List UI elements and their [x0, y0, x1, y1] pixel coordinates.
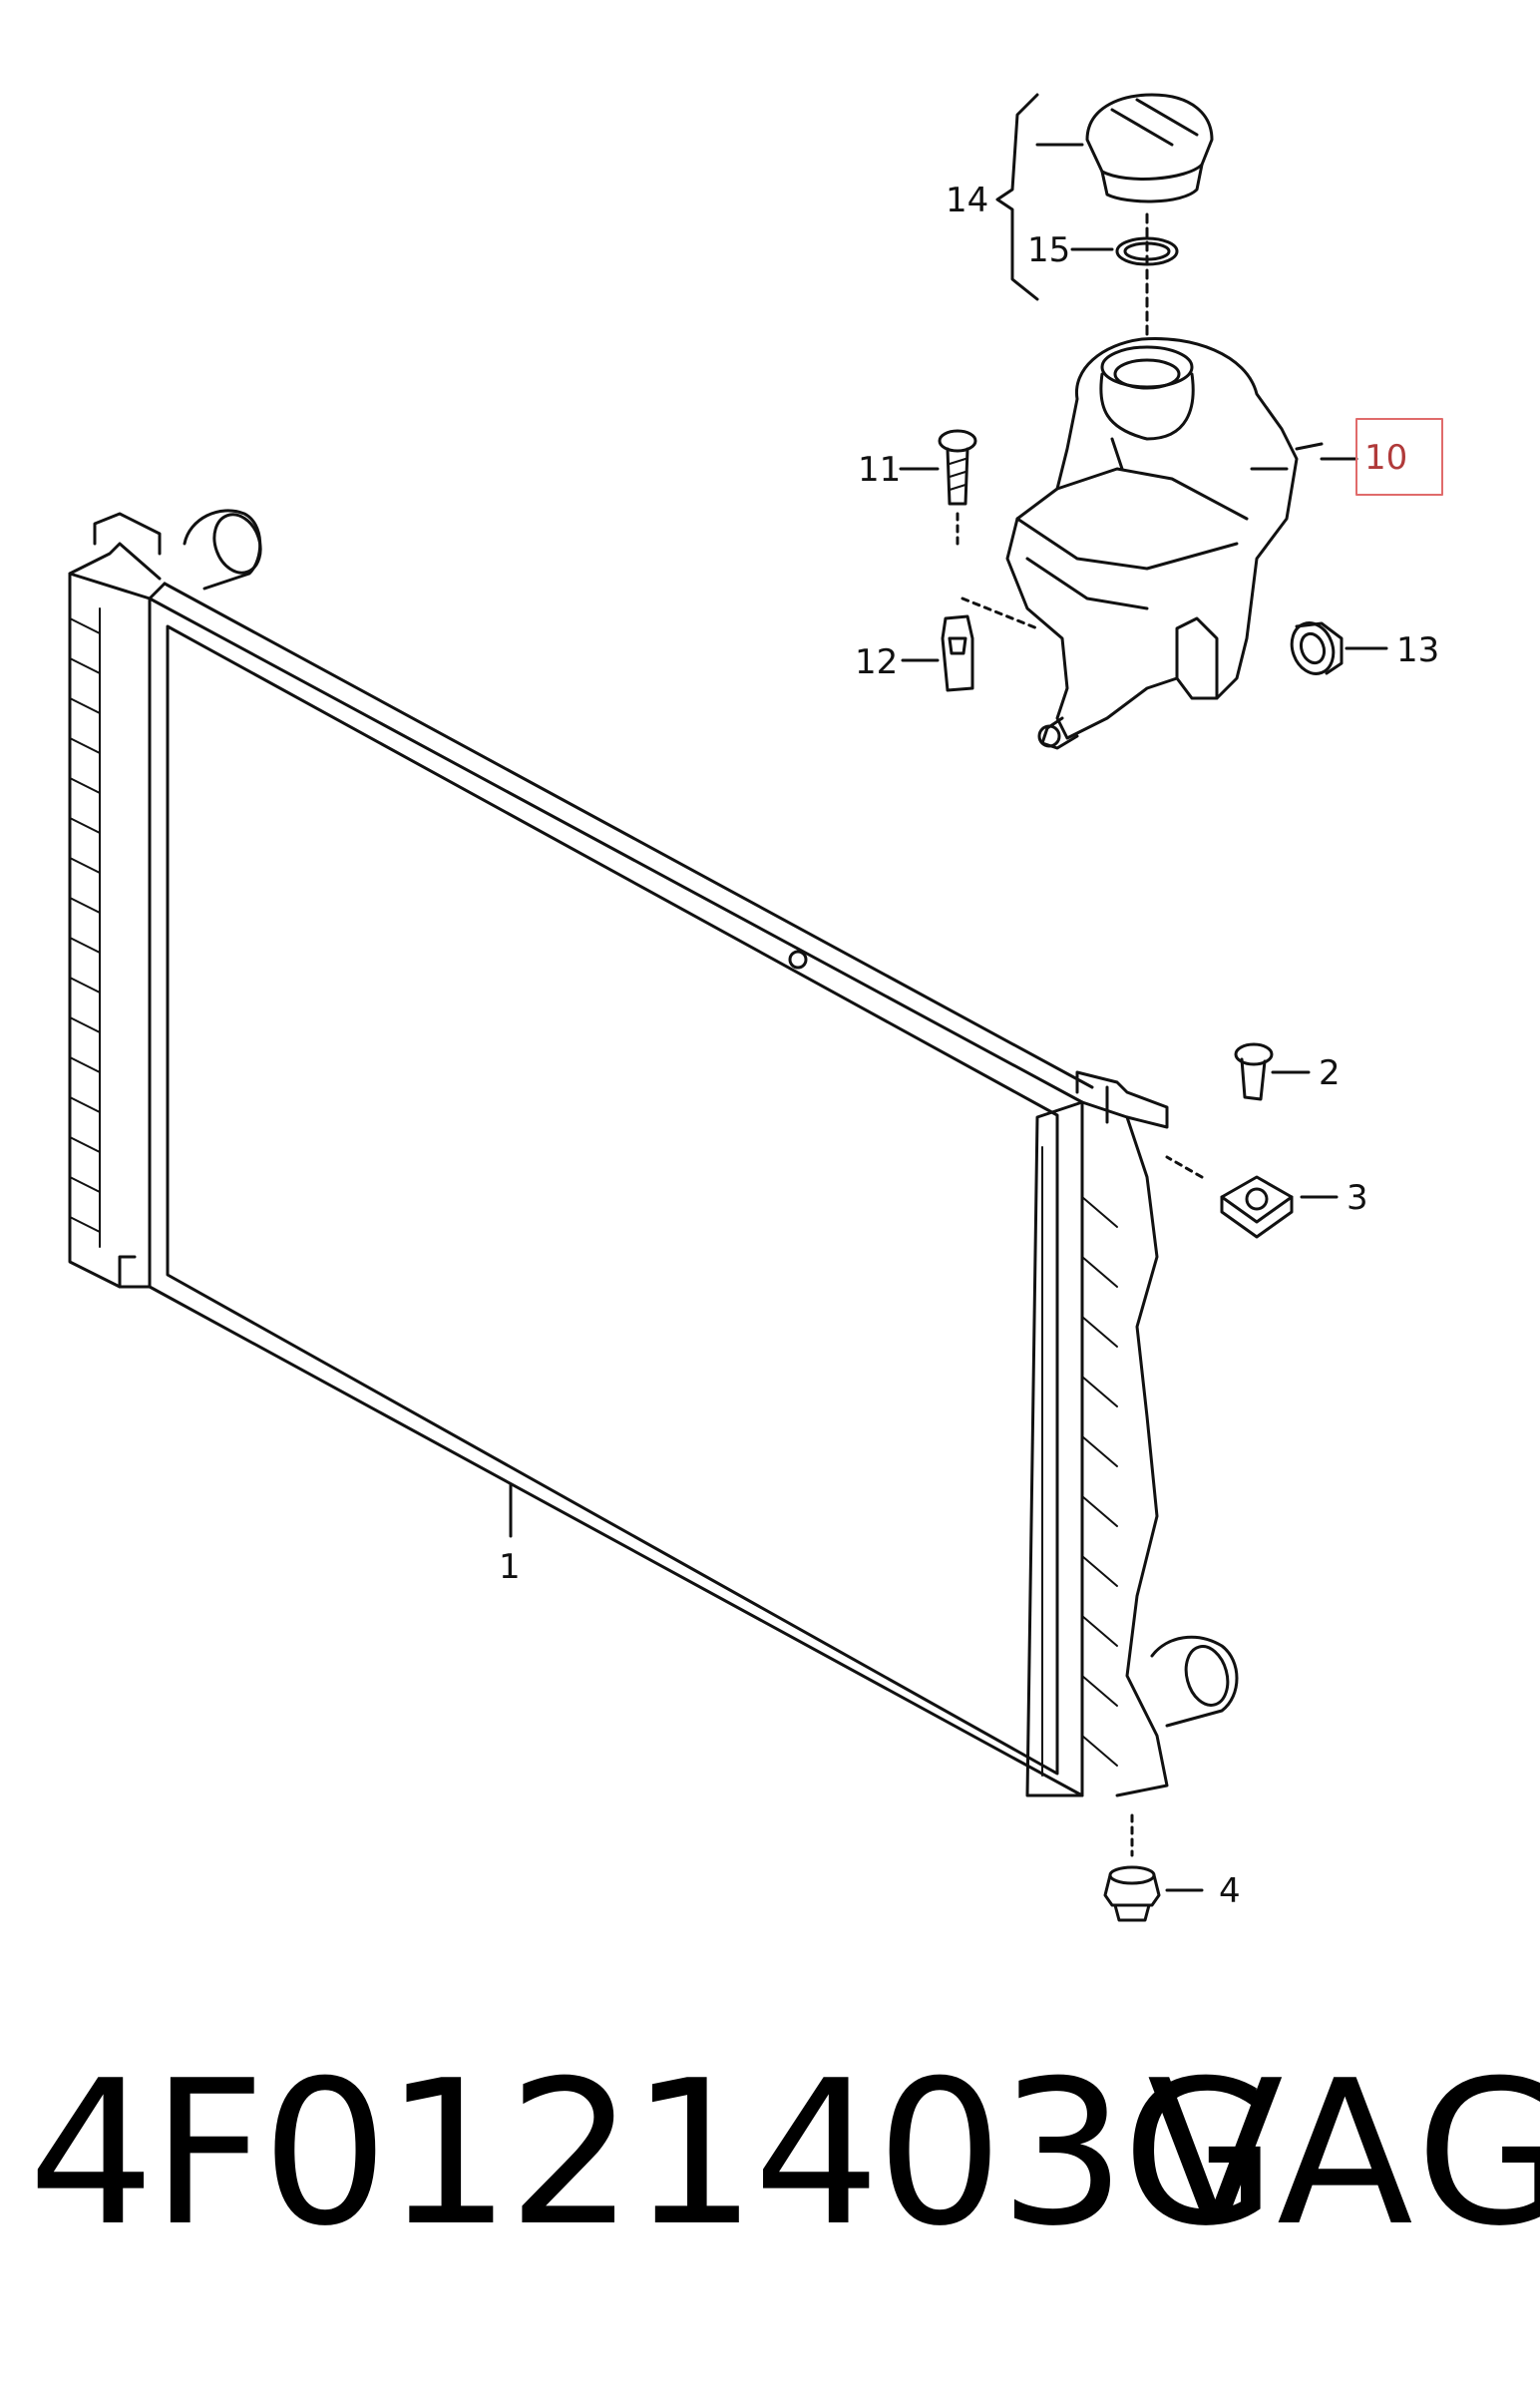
part-2-bolt	[1234, 1042, 1311, 1101]
part-12-clip	[901, 596, 1039, 692]
lower-hose-neck	[1150, 1635, 1239, 1728]
callout-2: 2	[1319, 1053, 1341, 1093]
radiator	[68, 509, 1239, 1797]
callout-13: 13	[1396, 630, 1439, 670]
brand-name: VAG	[1147, 2038, 1540, 2270]
part-11-screw	[899, 429, 977, 546]
callout-10: 10	[1364, 438, 1407, 478]
parts-diagram: 1 2 3 4 10 11 12 13 14 15	[68, 93, 1443, 1922]
part-14-cap	[995, 93, 1214, 341]
callout-14: 14	[946, 181, 988, 220]
expansion-tank	[1005, 336, 1358, 750]
part-13-grommet	[1290, 621, 1388, 675]
callout-11: 11	[858, 450, 901, 490]
callout-1: 1	[499, 1547, 521, 1587]
upper-hose-neck	[183, 509, 262, 591]
callout-4: 4	[1219, 1871, 1241, 1911]
part-3-nut	[1165, 1155, 1339, 1239]
callout-12: 12	[855, 642, 898, 682]
part-15-oring	[1070, 236, 1179, 266]
callout-3: 3	[1347, 1178, 1368, 1218]
part-number: 4F0121403G	[28, 2038, 1277, 2270]
highlight-box-10	[1355, 418, 1443, 496]
callout-15: 15	[1027, 230, 1070, 270]
part-4-mount	[1103, 1813, 1204, 1922]
